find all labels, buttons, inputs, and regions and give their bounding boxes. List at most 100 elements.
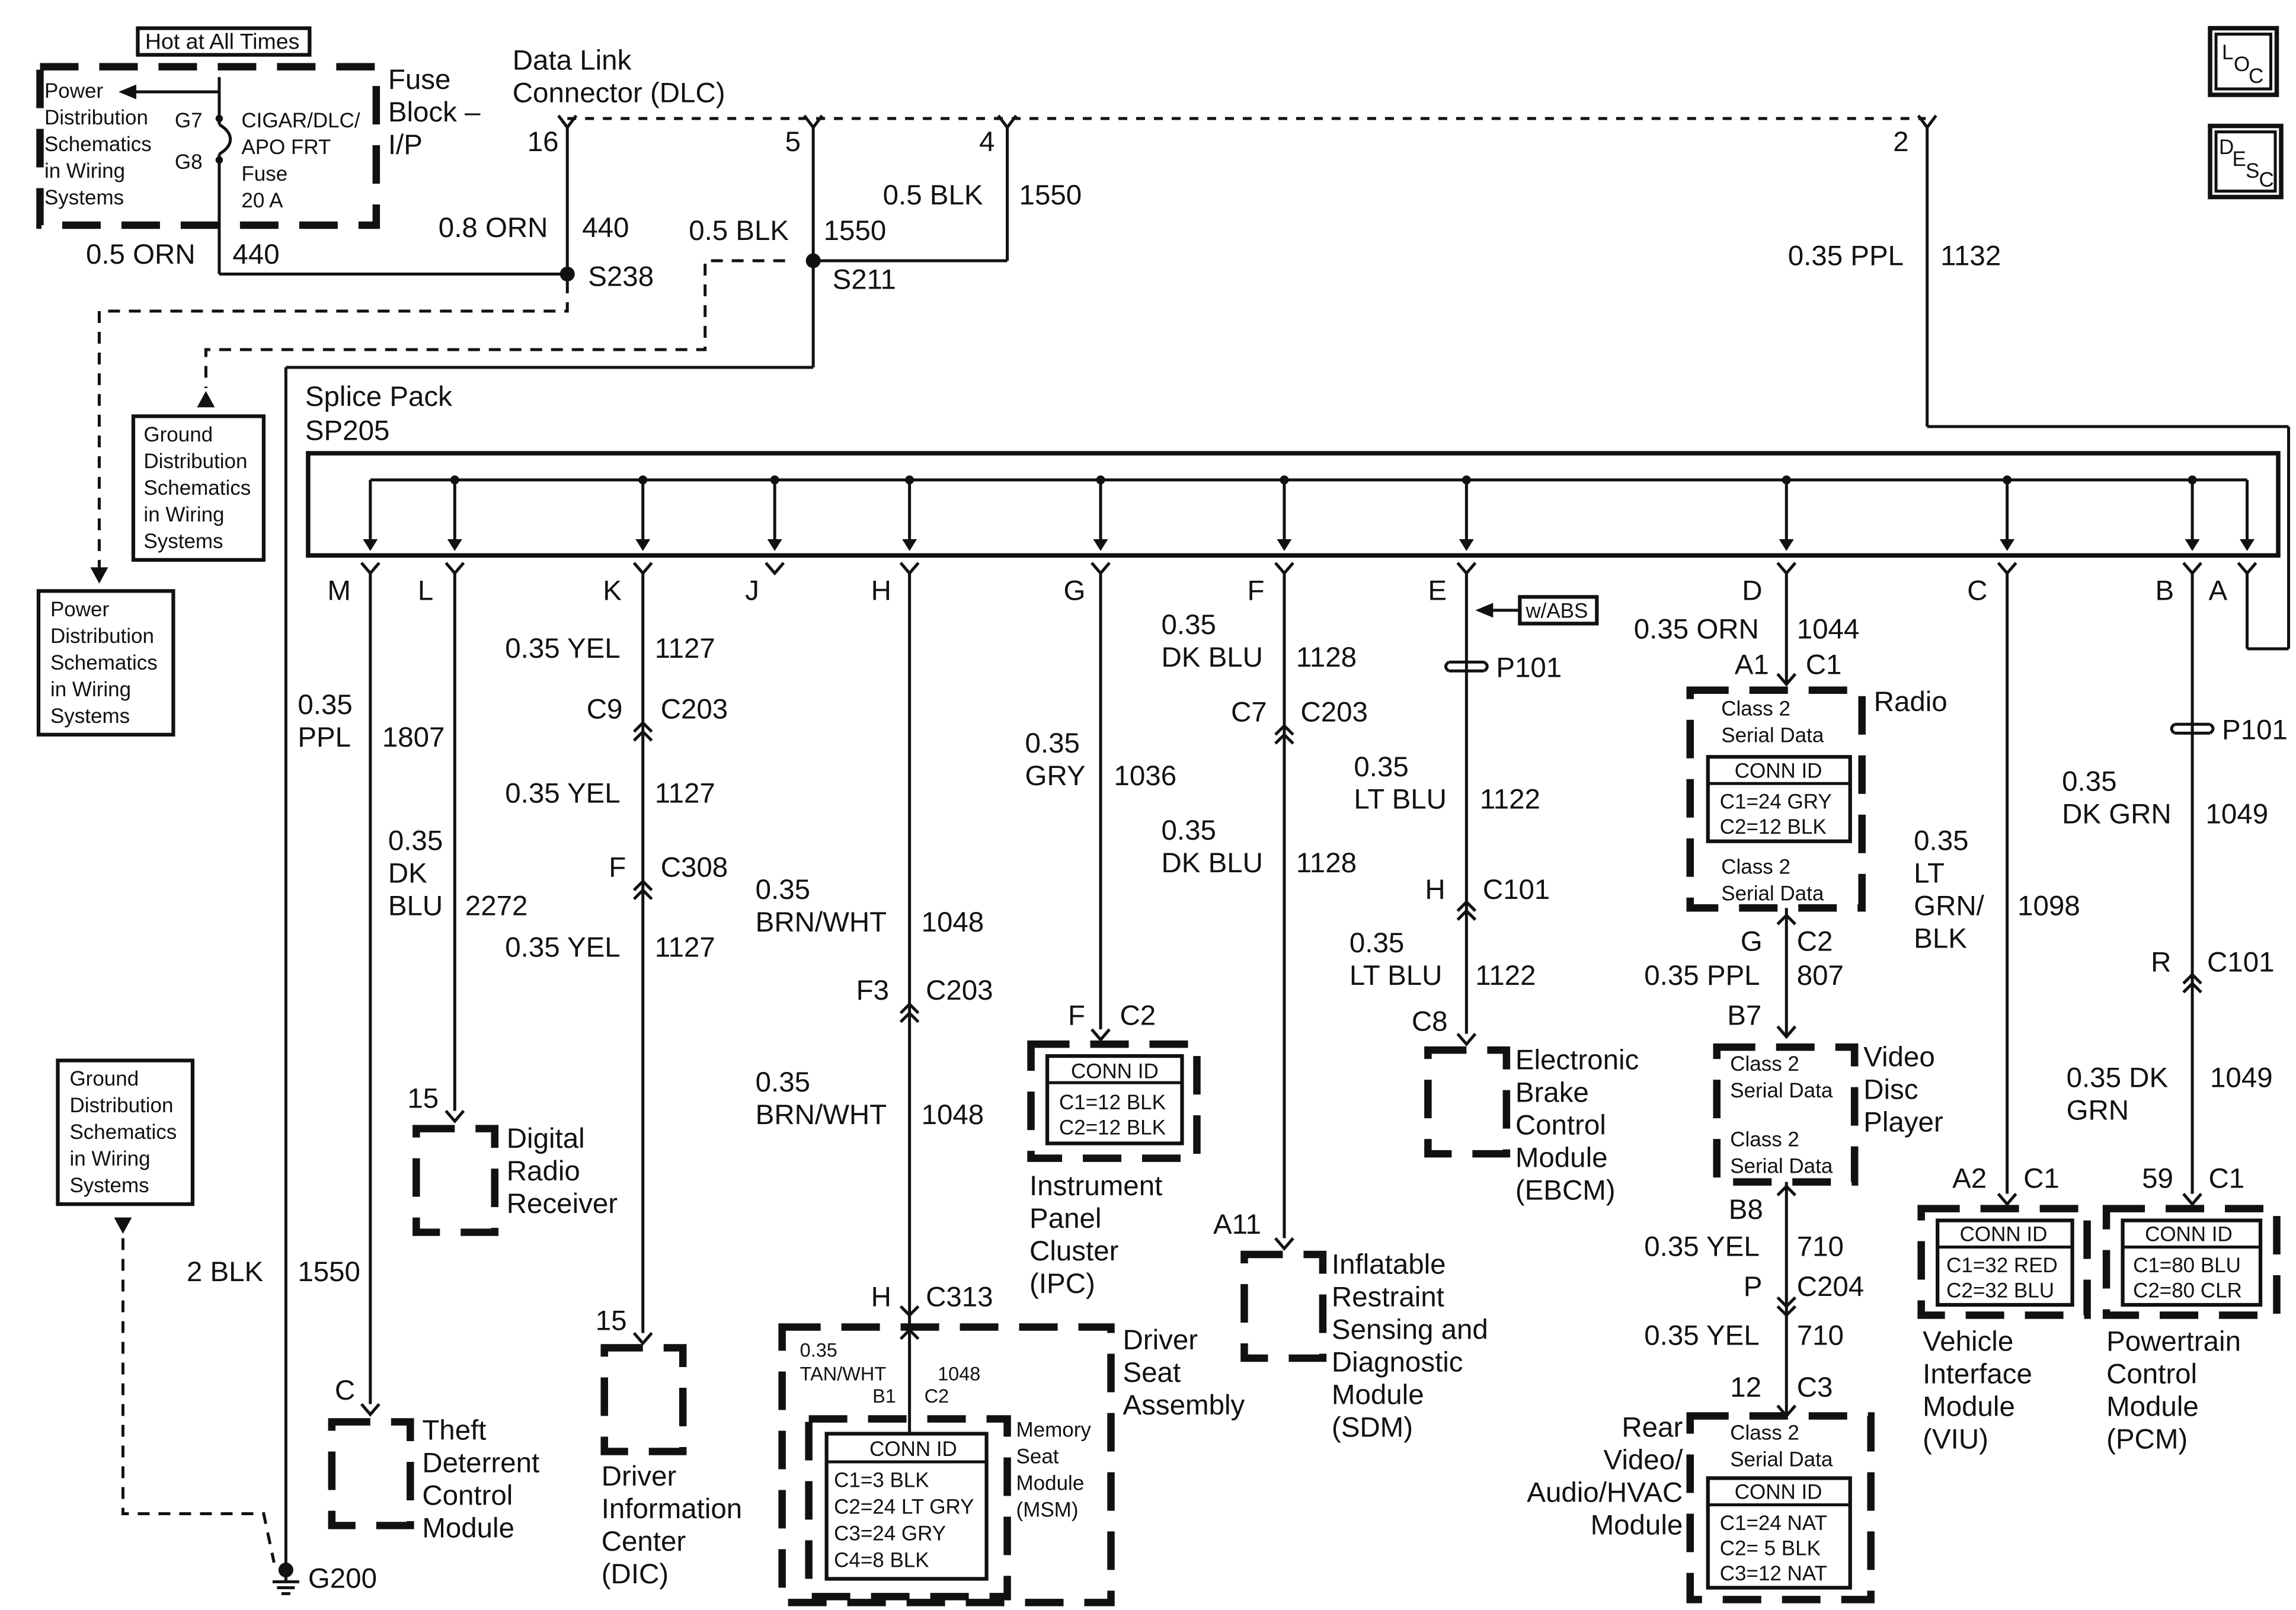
svg-text:Radio: Radio [507, 1156, 580, 1187]
svg-text:Interface: Interface [1923, 1358, 2032, 1390]
svg-text:GRY: GRY [1025, 760, 1086, 792]
svg-text:0.8 ORN: 0.8 ORN [439, 212, 548, 244]
svg-text:0.35: 0.35 [1025, 728, 1080, 759]
svg-text:1122: 1122 [1480, 784, 1540, 815]
svg-text:C1: C1 [2023, 1163, 2060, 1195]
svg-text:DK: DK [388, 858, 427, 889]
svg-text:Information: Information [602, 1493, 742, 1525]
svg-text:C2=24 LT GRY: C2=24 LT GRY [834, 1495, 974, 1518]
instrument-panel-cluster [1027, 1040, 1201, 1162]
svg-text:B1: B1 [872, 1385, 896, 1407]
fuse-icon [218, 123, 232, 156]
svg-text:Theft: Theft [422, 1414, 486, 1446]
arrow-left-icon [1475, 603, 1494, 618]
svg-text:1550: 1550 [298, 1256, 360, 1288]
svg-text:Disc: Disc [1863, 1074, 1918, 1106]
svg-text:C313: C313 [926, 1282, 993, 1313]
svg-text:L: L [418, 575, 433, 606]
fuse-block-outline [36, 63, 380, 229]
svg-text:0.35: 0.35 [1350, 927, 1404, 959]
svg-text:(VIU): (VIU) [1923, 1423, 1988, 1455]
svg-text:0.35 DK: 0.35 DK [2067, 1062, 2169, 1094]
svg-text:in Wiring: in Wiring [44, 159, 125, 183]
svg-text:Module: Module [1016, 1471, 1085, 1494]
svg-text:BRN/WHT: BRN/WHT [756, 1099, 887, 1131]
svg-text:1127: 1127 [655, 778, 715, 809]
svg-text:in Wiring: in Wiring [69, 1147, 150, 1170]
rear-video-audio-hvac-module [1686, 1412, 1875, 1603]
svg-text:Class 2: Class 2 [1730, 1052, 1799, 1076]
svg-text:CONN ID: CONN ID [869, 1438, 957, 1461]
svg-text:O: O [2234, 53, 2250, 76]
svg-text:C2=80 CLR: C2=80 CLR [2133, 1279, 2242, 1302]
svg-text:Module: Module [1515, 1142, 1608, 1174]
arrow-down-icon [90, 567, 108, 584]
hot-label: Hot at All Times [145, 29, 299, 54]
svg-text:LT BLU: LT BLU [1350, 960, 1443, 991]
svg-text:Systems: Systems [143, 530, 223, 553]
svg-text:LT: LT [1914, 858, 1945, 889]
conn-id-table-ipc [1045, 1054, 1184, 1145]
svg-text:(DIC): (DIC) [602, 1558, 669, 1590]
svg-text:Instrument: Instrument [1029, 1170, 1162, 1202]
svg-text:1036: 1036 [1114, 760, 1177, 792]
conn-id-table-msm [824, 1432, 989, 1581]
svg-text:C203: C203 [1300, 696, 1367, 728]
svg-text:Systems: Systems [50, 705, 130, 728]
svg-text:Deterrent: Deterrent [422, 1447, 539, 1478]
svg-text:0.35: 0.35 [388, 825, 443, 857]
radio-module [1686, 686, 1866, 912]
svg-text:Class 2: Class 2 [1730, 1128, 1799, 1151]
svg-text:C1=80 BLU: C1=80 BLU [2133, 1254, 2241, 1277]
svg-text:C1: C1 [2209, 1163, 2245, 1195]
svg-text:Block –: Block – [388, 97, 481, 128]
svg-text:C7: C7 [1231, 696, 1267, 728]
svg-text:B: B [2156, 575, 2175, 606]
svg-text:1049: 1049 [2210, 1062, 2273, 1094]
svg-text:C8: C8 [1412, 1006, 1448, 1038]
svg-text:Class 2: Class 2 [1721, 697, 1790, 720]
svg-text:DK BLU: DK BLU [1161, 847, 1262, 879]
svg-text:E: E [2233, 148, 2246, 171]
arrow-up-icon [197, 391, 215, 408]
svg-text:1550: 1550 [1019, 180, 1082, 211]
svg-text:Control: Control [1515, 1110, 1606, 1141]
svg-text:710: 710 [1797, 1231, 1844, 1263]
svg-text:0.35 YEL: 0.35 YEL [1644, 1320, 1759, 1352]
svg-text:CONN ID: CONN ID [1960, 1223, 2048, 1246]
svg-text:J: J [745, 575, 759, 606]
svg-text:1132: 1132 [1940, 240, 2001, 271]
svg-text:Systems: Systems [69, 1174, 149, 1197]
svg-text:H: H [1425, 874, 1445, 905]
video-disc-player [1713, 1043, 1859, 1186]
svg-text:Distribution: Distribution [69, 1094, 173, 1117]
svg-text:807: 807 [1797, 960, 1844, 991]
svg-text:Power: Power [44, 79, 104, 103]
svg-text:1049: 1049 [2206, 799, 2269, 830]
svg-text:C4=8 BLK: C4=8 BLK [834, 1548, 929, 1571]
svg-text:C101: C101 [2207, 947, 2274, 978]
svg-text:Schematics: Schematics [50, 651, 158, 674]
svg-text:E: E [1428, 575, 1447, 606]
svg-text:1128: 1128 [1296, 847, 1357, 879]
svg-text:C2: C2 [1797, 926, 1833, 958]
svg-text:CONN ID: CONN ID [1735, 759, 1822, 782]
svg-text:TAN/WHT: TAN/WHT [800, 1363, 887, 1384]
svg-text:440: 440 [582, 212, 629, 244]
svg-text:DK GRN: DK GRN [2062, 799, 2172, 830]
svg-text:in Wiring: in Wiring [50, 678, 131, 701]
svg-text:1127: 1127 [655, 633, 715, 664]
svg-text:0.35: 0.35 [756, 874, 810, 905]
svg-text:Video/: Video/ [1604, 1444, 1684, 1475]
svg-text:1807: 1807 [382, 722, 445, 753]
svg-text:Serial Data: Serial Data [1730, 1079, 1833, 1102]
svg-text:F: F [1068, 1000, 1085, 1032]
svg-text:Receiver: Receiver [507, 1188, 618, 1219]
svg-text:440: 440 [232, 239, 279, 270]
svg-text:Distribution: Distribution [50, 625, 154, 648]
svg-text:P101: P101 [1496, 652, 1562, 683]
svg-text:Ground: Ground [69, 1067, 139, 1090]
svg-text:A2: A2 [1952, 1163, 1987, 1195]
svg-text:M: M [327, 575, 351, 606]
